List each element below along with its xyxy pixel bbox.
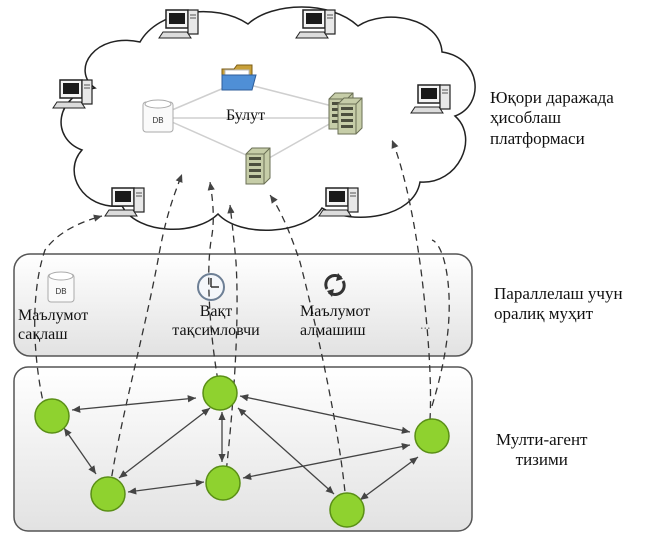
clock-icon <box>197 273 225 301</box>
server-icon <box>245 147 271 185</box>
cloud-label: Булут <box>226 107 266 124</box>
layer-label-top: Юқори даражада ҳисоблаш платформаси <box>490 88 614 149</box>
computer-icon <box>52 79 93 109</box>
more-ellipsis: ... <box>420 318 431 333</box>
database-icon <box>142 99 174 133</box>
agent-nodes <box>34 375 450 528</box>
scheduler-label: Вақт тақсимловчи <box>170 302 262 340</box>
layer-label-bottom: Мулти-агент тизими <box>496 430 587 471</box>
server-icon <box>328 92 363 135</box>
folder-icon <box>221 64 257 91</box>
exchange-label-line1: Маълумот <box>300 303 371 320</box>
agent-node <box>414 418 450 454</box>
storage-label-line2: сақлаш <box>18 326 68 344</box>
layer-label-bottom-line2: тизими <box>515 450 568 470</box>
exchange-label: Маълумот алмашиш <box>300 302 370 340</box>
exchange-icon <box>324 273 346 297</box>
database-icon-text: DB <box>152 116 163 125</box>
layer-label-middle: Параллелаш учун оралиқ муҳит <box>494 284 623 325</box>
middleware-panel <box>13 253 473 357</box>
layer-label-bottom-line1: Мулти-агент <box>496 430 588 449</box>
exchange-label-line2: алмашиш <box>300 322 366 340</box>
agent-node <box>34 398 70 434</box>
storage-icon <box>47 271 75 303</box>
agent-node <box>202 375 238 411</box>
scheduler-label-line1: Вақт <box>199 303 233 320</box>
layer-label-middle-line1: Параллелаш учун <box>494 284 623 303</box>
layer-label-top-line3: платформаси <box>490 128 585 148</box>
scheduler-label-line2: тақсимловчи <box>172 322 260 340</box>
agent-panel <box>13 366 473 532</box>
agent-links <box>63 394 419 501</box>
layer-label-top-line2: ҳисоблаш <box>490 108 561 128</box>
storage-icon-text: DB <box>55 287 66 296</box>
agent-node <box>90 476 126 512</box>
storage-label: Маълумот сақлаш <box>18 306 88 344</box>
layer-label-top-line1: Юқори даражада <box>490 88 614 107</box>
agent-node <box>205 465 241 501</box>
storage-label-line1: Маълумот <box>18 307 89 324</box>
agent-node <box>329 492 365 528</box>
layer-label-middle-line2: оралиқ муҳит <box>494 304 594 324</box>
